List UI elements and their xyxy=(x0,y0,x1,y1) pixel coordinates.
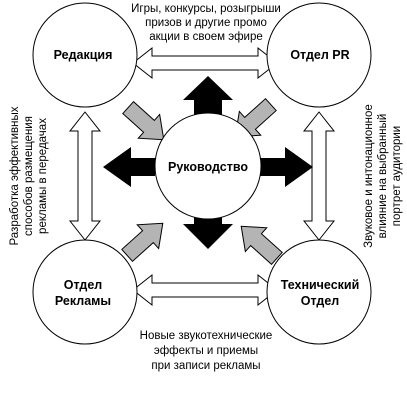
double-arrow-top xyxy=(132,46,278,80)
gray-arrow-top-left xyxy=(122,100,165,141)
double-arrow-left xyxy=(68,111,102,241)
node-circle-technical xyxy=(266,239,372,345)
node-label-technical-line1: Технический xyxy=(281,278,360,292)
note-left-line3: рекламы в передачах xyxy=(37,118,49,234)
node-label-advertising-line1: Отдел xyxy=(64,278,103,292)
node-label-editorial: Редакция xyxy=(54,48,113,62)
black-arrow-left xyxy=(103,147,155,187)
node-label-pr: Отдел PR xyxy=(290,48,349,62)
node-label-management: Руководство xyxy=(168,160,248,174)
double-arrow-bottom xyxy=(132,273,278,307)
note-top-line1: Игры, конкурсы, розыгрыши xyxy=(131,3,281,15)
note-left-line1: Разработка эффективных xyxy=(9,106,21,245)
black-arrow-up xyxy=(183,76,233,121)
double-arrow-right xyxy=(302,111,336,241)
gray-arrow-bottom-left xyxy=(121,222,164,263)
node-circle-pr xyxy=(266,2,372,108)
note-right-line3: портрет аудитории xyxy=(391,126,403,226)
node-label-technical-line2: Отдел xyxy=(301,294,340,308)
note-right-line1: Звуковое и интонационное xyxy=(363,104,375,248)
note-left-line2: способов размещения xyxy=(23,116,35,236)
node-label-advertising-line2: Рекламы xyxy=(55,294,111,308)
node-circle-management xyxy=(154,112,262,220)
note-right-line2: влияние на выбранный xyxy=(377,114,389,239)
black-arrow-right xyxy=(259,147,313,187)
node-circle-editorial xyxy=(32,2,138,108)
note-top-line2: призов и другие промо xyxy=(145,17,267,29)
gray-arrow-bottom-right xyxy=(240,225,283,266)
note-bottom-line2: эффекты и приемы xyxy=(154,345,258,357)
note-bottom-line3: при записи рекламы xyxy=(151,360,260,372)
node-circle-advertising xyxy=(32,239,138,345)
note-top-line3: акции в своем эфире xyxy=(149,31,263,43)
note-bottom-line1: Новые звукотехнические xyxy=(140,330,273,342)
